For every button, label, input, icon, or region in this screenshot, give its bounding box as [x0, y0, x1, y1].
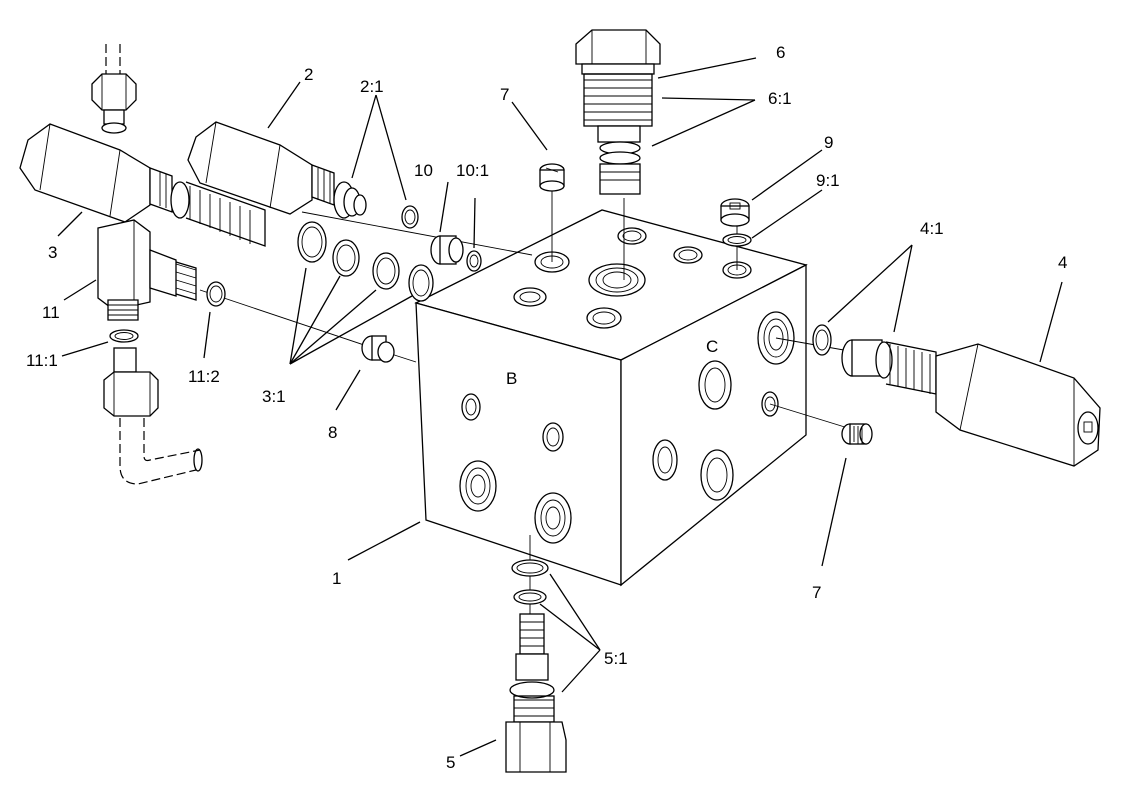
callout-11-2: 11:2	[188, 367, 220, 386]
part-8-plug	[361, 335, 395, 363]
part-7-side-plug	[841, 423, 873, 445]
upper-hose-fitting	[91, 44, 137, 134]
lower-hose-fitting	[103, 347, 203, 485]
callout-6-1: 6:1	[768, 89, 792, 108]
callout-2: 2	[304, 65, 313, 84]
front-face-ports	[459, 393, 572, 544]
callout-7-top: 7	[500, 85, 509, 104]
callout-labels: 2 2:1 3 3:1 4 4:1 5 5:1 6 6:1 7 7 8 9 9:…	[26, 43, 1067, 772]
callout-6: 6	[776, 43, 785, 62]
callout-11-1: 11:1	[26, 351, 58, 370]
part-5-5-1-seals	[511, 559, 549, 605]
callout-7-side: 7	[812, 583, 821, 602]
part-4-cartridge	[812, 324, 1101, 467]
callout-4-1: 4:1	[920, 219, 944, 238]
part-11-1-seal	[109, 329, 139, 343]
callout-5: 5	[446, 753, 455, 772]
part-5-cartridge	[505, 613, 567, 773]
leader-lines	[57, 57, 1063, 757]
part-6-relief-valve	[575, 29, 661, 195]
callout-9: 9	[824, 133, 833, 152]
callout-3: 3	[48, 243, 57, 262]
assembly-axis-lines	[199, 190, 856, 620]
face-label-b: B	[506, 369, 517, 388]
part-3-cartridge	[19, 123, 266, 247]
part-2-cartridge	[187, 121, 367, 219]
part-9-1-seal	[722, 233, 752, 247]
callout-4: 4	[1058, 253, 1067, 272]
seal-rings	[206, 205, 482, 307]
callout-8: 8	[328, 423, 337, 442]
side-face-ports	[652, 311, 795, 501]
callout-2-1: 2:1	[360, 77, 384, 96]
callout-1: 1	[332, 569, 341, 588]
callout-10-1: 10:1	[456, 161, 489, 180]
callout-5-1: 5:1	[604, 649, 628, 668]
part-9-plug	[720, 198, 750, 227]
top-face-ports	[513, 227, 752, 329]
part-10-fitting	[430, 235, 464, 265]
face-label-c: C	[706, 337, 718, 356]
manifold-block	[414, 209, 808, 587]
callout-11: 11	[42, 303, 60, 322]
callout-10: 10	[414, 161, 433, 180]
callout-9-1: 9:1	[816, 171, 840, 190]
part-7-top-plug	[539, 163, 565, 192]
part-11-tee-fitting	[97, 219, 197, 321]
callout-3-1: 3:1	[262, 387, 286, 406]
